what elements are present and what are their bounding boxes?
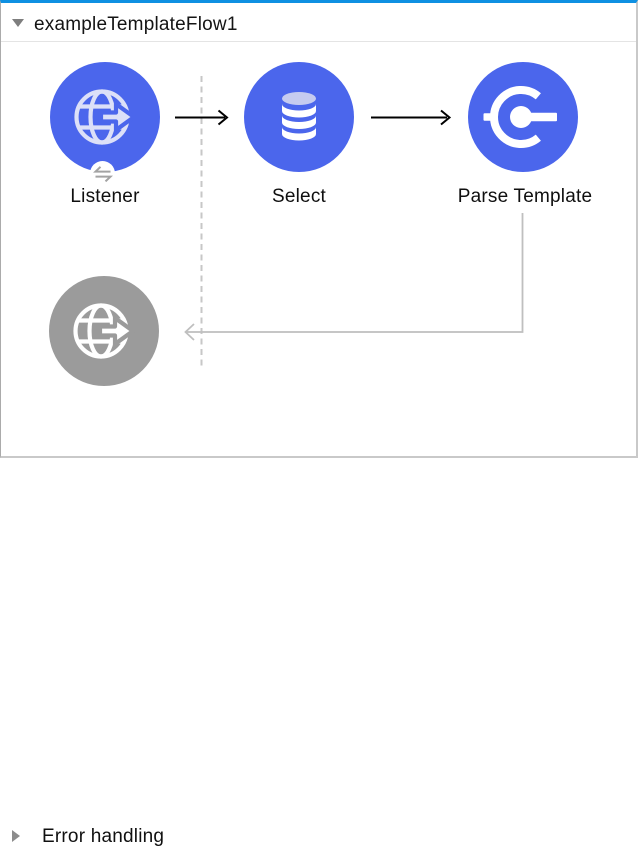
flow-title[interactable]: exampleTemplateFlow1 [34,14,238,35]
error-handling-expand-toggle triangle-right-icon[interactable] [12,830,20,842]
flow-node-response-listener[interactable] [49,276,159,386]
database-cylinder-icon [282,92,316,141]
node-label-select: Select [271,186,327,207]
error-handling-section[interactable]: Error handling [1,411,636,847]
flow-node-listener[interactable] [50,62,160,186]
error-handling-label: Error handling [42,826,165,847]
connector-arrow-select-parsetemplate [371,109,452,126]
globe-arrow-icon [74,89,137,145]
title-separator [1,41,636,42]
node-label-listener: Listener [70,186,140,207]
swap-arrows-icon [92,165,113,182]
node-label-parse-template: Parse Template [457,186,593,207]
flow-node-parse-template[interactable] [468,62,578,172]
response-connector-arrow [184,213,524,341]
globe-arrow-icon [73,303,136,359]
request-response-badge[interactable] [90,161,115,186]
core-component-icon [483,86,557,148]
connector-arrow-listener-select [175,109,229,126]
flow-node-select[interactable] [244,62,354,172]
flow-title-bar[interactable]: exampleTemplateFlow1 [1,6,636,41]
flow-collapse-toggle triangle-down-icon[interactable] [12,19,24,27]
